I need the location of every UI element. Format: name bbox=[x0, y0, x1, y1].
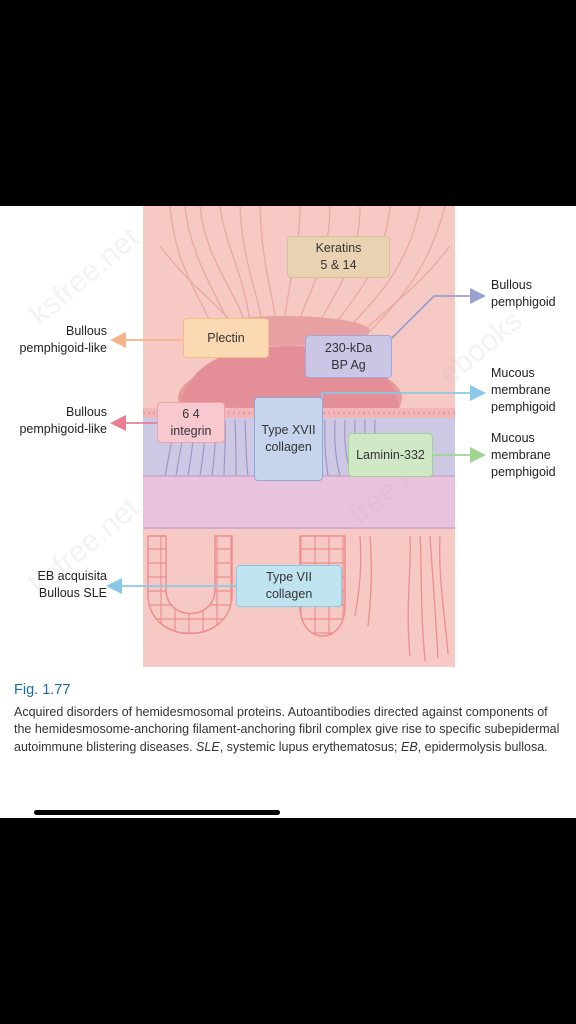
svg-text:ksfree.net: ksfree.net bbox=[23, 221, 146, 331]
integrin-box: 6 4 integrin bbox=[157, 402, 225, 443]
label-mucous-membrane-pemphigoid-2: Mucous membrane pemphigoid bbox=[491, 431, 556, 479]
arrow-bp-ag bbox=[389, 287, 487, 341]
home-indicator[interactable] bbox=[34, 810, 280, 815]
label-bullous-pemphigoid: Bullous pemphigoid bbox=[491, 278, 556, 309]
keratins-box: Keratins 5 & 14 bbox=[287, 236, 390, 278]
type-xvii-box: Type XVII collagen bbox=[254, 397, 323, 481]
figure-number: Fig. 1.77 bbox=[14, 682, 71, 698]
type-vii-box: Type VII collagen bbox=[236, 565, 342, 607]
figure-caption: Fig. 1.77 Acquired disorders of hemidesm… bbox=[14, 680, 564, 757]
laminin-box: Laminin-332 bbox=[348, 433, 433, 477]
bp-ag-box: 230-kDa BP Ag bbox=[305, 335, 392, 378]
label-bullous-pemphigoid-like-2: Bullous pemphigoid-like bbox=[19, 405, 107, 436]
plectin-box: Plectin bbox=[183, 318, 269, 358]
lamina-densa bbox=[143, 476, 455, 528]
book-page: ksfree.net ksfree.net free.net ebooks Ke… bbox=[0, 206, 576, 818]
label-bullous-pemphigoid-like-1: Bullous pemphigoid-like bbox=[19, 324, 107, 355]
label-eb-acquisita: EB acquisita Bullous SLE bbox=[37, 569, 107, 600]
label-mucous-membrane-pemphigoid-1: Mucous membrane pemphigoid bbox=[491, 366, 556, 414]
caption-text: Acquired disorders of hemidesmosomal pro… bbox=[14, 704, 560, 755]
